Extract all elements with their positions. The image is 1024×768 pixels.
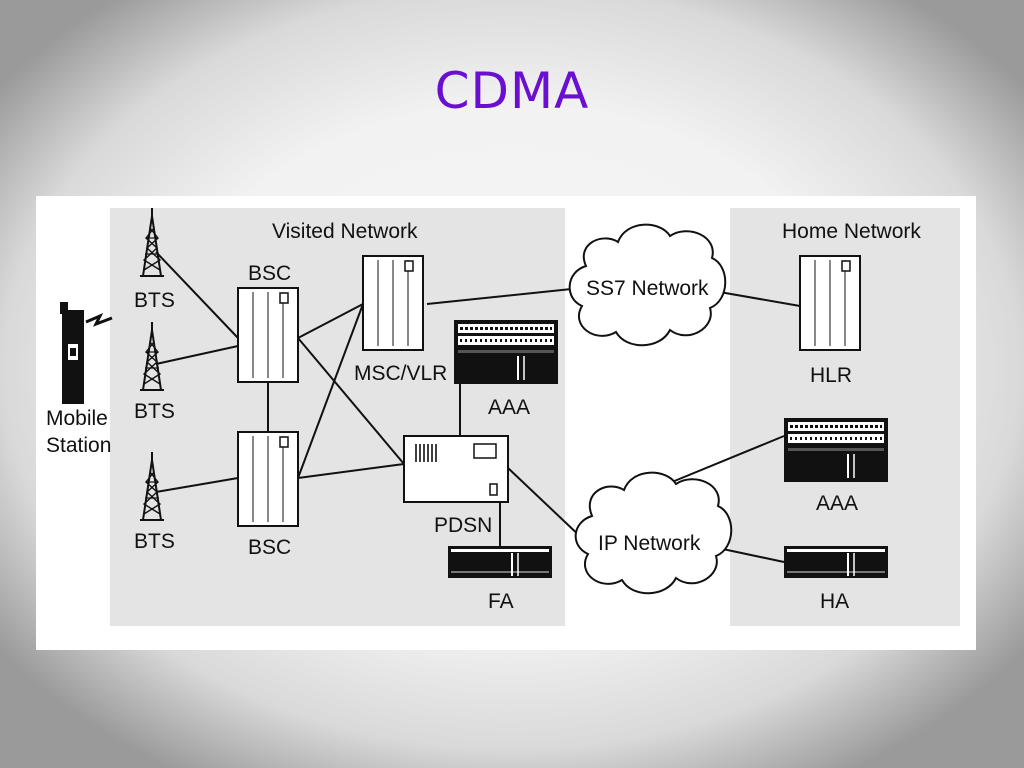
mobile-station-label-line1: Mobile <box>46 407 108 430</box>
ha-label: HA <box>820 590 849 613</box>
visited-network-label: Visited Network <box>272 220 418 243</box>
fa-label: FA <box>488 590 514 613</box>
bsc-label-1: BSC <box>248 262 291 285</box>
msc-vlr-server-icon <box>362 255 424 351</box>
ss7-cloud-icon <box>568 223 727 347</box>
ip-network-label: IP Network <box>598 532 701 555</box>
bsc-server-icon <box>237 431 299 527</box>
pdsn-router-icon <box>403 435 509 503</box>
visited-aaa-label: AAA <box>488 396 530 419</box>
cdma-network-diagram: Visited Network Home Network Mobile Stat… <box>36 196 976 650</box>
hlr-server-icon <box>799 255 861 351</box>
pdsn-label: PDSN <box>434 514 492 537</box>
mobile-station-label-line2: Station <box>46 434 111 457</box>
home-aaa-label: AAA <box>816 492 858 515</box>
bts-label-3: BTS <box>134 530 175 553</box>
wireless-link-icon <box>85 313 113 327</box>
bsc-label-2: BSC <box>248 536 291 559</box>
home-network-label: Home Network <box>782 220 921 243</box>
fa-server-icon <box>447 545 553 579</box>
hlr-label: HLR <box>810 364 852 387</box>
ss7-network-label: SS7 Network <box>586 277 709 300</box>
msc-vlr-label: MSC/VLR <box>354 362 447 385</box>
bsc-server-icon <box>237 287 299 383</box>
page-title: CDMA <box>434 62 590 120</box>
bts-label-1: BTS <box>134 289 175 312</box>
bts-label-2: BTS <box>134 400 175 423</box>
aaa-server-icon <box>452 318 560 386</box>
aaa-server-icon <box>782 416 890 484</box>
ha-server-icon <box>783 545 889 579</box>
mobile-station-icon <box>60 302 84 404</box>
ip-cloud-icon <box>574 471 733 595</box>
